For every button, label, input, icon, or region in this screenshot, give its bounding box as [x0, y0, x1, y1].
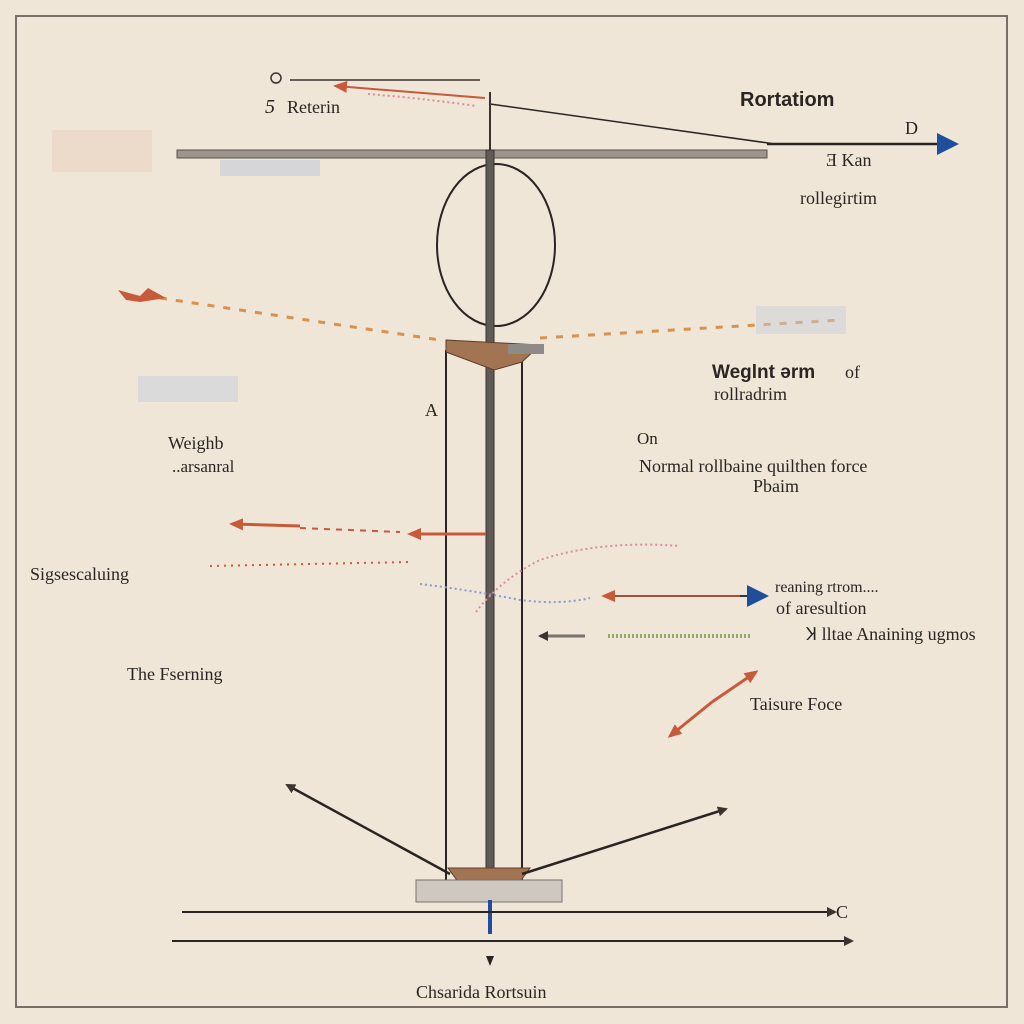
normal-force-label: Normal rollbaine quilthen force [639, 456, 867, 476]
bottom-left-vector [285, 783, 451, 876]
tension-arrow-b [667, 700, 713, 738]
blur-patch-3 [138, 376, 238, 402]
bottom-caption: Chsarida Rortsuin [416, 982, 547, 1002]
top-left-mark: 5 [265, 96, 275, 118]
reaming-label: reaning rtrom.... [775, 579, 879, 596]
oh-label: On [637, 429, 658, 448]
rotation-ellipse [436, 163, 556, 327]
point-d-label: D [905, 118, 918, 138]
frame-border [15, 15, 1008, 1008]
central-stress-lines [475, 543, 681, 613]
resultion-label: of aresultion [776, 598, 866, 618]
left-force-dashed [299, 527, 401, 533]
bottom-right-vector [521, 806, 728, 876]
central-stress-lines-2 [419, 583, 591, 604]
diagonal-support-line [489, 103, 776, 145]
top-beam [176, 149, 768, 159]
tension-force-label: Taisure Foce [750, 694, 842, 714]
left-dashed-orange [159, 296, 441, 342]
blur-patch-2 [220, 160, 320, 176]
weight-arm-label: Weglnt ərm [712, 362, 815, 383]
point-a-label: A [425, 400, 438, 420]
blur-patch-4 [756, 306, 846, 334]
rollradrim-label: rollradrim [714, 384, 787, 404]
top-left-arrow [333, 80, 486, 99]
top-left-ring [270, 72, 282, 84]
point-c-label: C [836, 902, 848, 922]
the-fserning-label: The Fserning [127, 664, 222, 684]
top-left-label: Reterin [287, 97, 340, 117]
bottom-down-mark [486, 956, 494, 966]
weighb-label: Weighb [168, 433, 224, 453]
lower-left-dotted [209, 561, 411, 567]
tension-arrow-a [711, 670, 759, 704]
top-left-squiggle [367, 93, 477, 107]
normal-force-sub-label: Pbaim [753, 476, 799, 496]
left-force-arrow [229, 518, 301, 531]
weighb-sub-label: ..arsanral [172, 457, 235, 476]
angle-label: Ʞ lltae Anaining ugmos [806, 624, 976, 644]
weight-arm-of: of [845, 362, 860, 382]
central-pole [485, 149, 495, 873]
sigsescaluing-label: Sigsescaluing [30, 564, 129, 584]
left-arrow-head-orange [118, 288, 166, 302]
blur-patch-1 [52, 130, 152, 172]
base-plate [415, 879, 563, 903]
kan-label: Ǝ Kan [826, 150, 871, 170]
rotation-title: Rortatiom [740, 89, 834, 111]
top-bracket-hardware [508, 344, 544, 354]
rollegirtim-label: rollegirtim [800, 188, 877, 208]
right-dashed-orange [539, 318, 841, 340]
